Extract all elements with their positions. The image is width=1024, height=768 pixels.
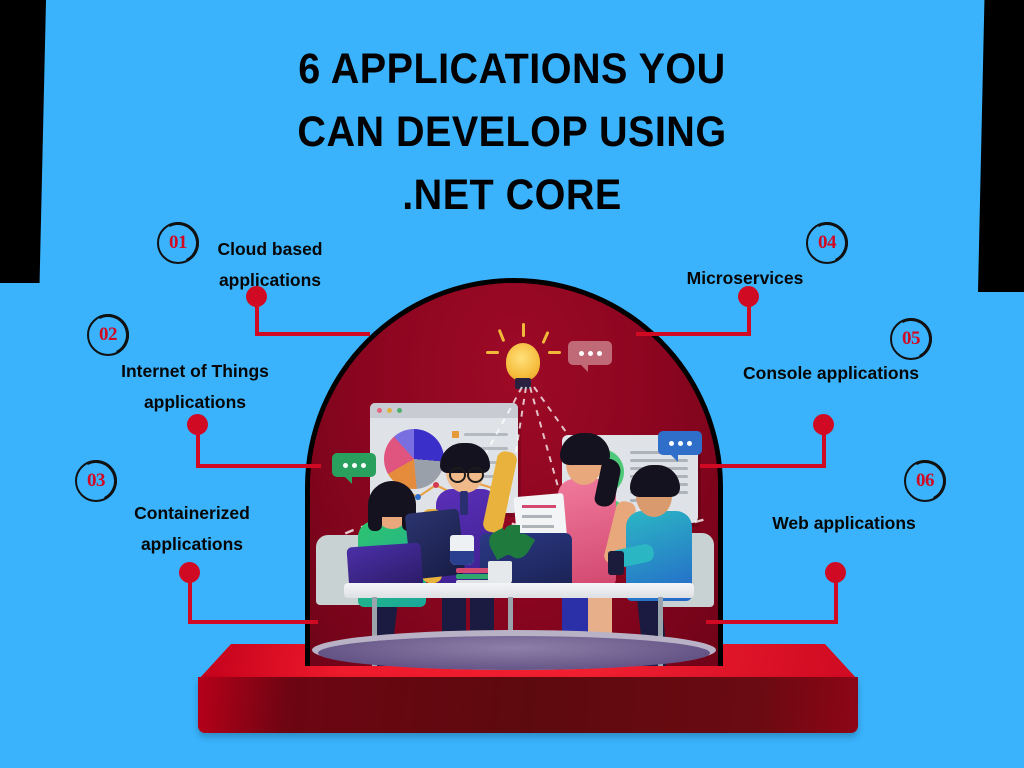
connector-line-05-vertical <box>822 424 826 468</box>
callout-06-number: 06 <box>916 470 935 491</box>
callout-03-label: Containerized applications <box>134 503 250 554</box>
person2-hair <box>440 443 490 473</box>
person4-hair <box>630 465 680 497</box>
callout-04-label: Microservices <box>686 268 804 288</box>
connector-line-04-horizontal <box>636 332 751 336</box>
clipboard-line <box>522 505 556 508</box>
conference-table <box>344 583 694 598</box>
decorative-band-top-right <box>978 0 1024 292</box>
speech-bubble-green <box>332 453 376 484</box>
podium-front-face <box>198 677 858 733</box>
person2-glasses-left <box>449 467 466 483</box>
callout-01-label: Cloud based applications <box>217 239 323 290</box>
connector-line-06-horizontal <box>706 620 838 624</box>
coffee-mug-band <box>450 551 474 565</box>
bulb-ray <box>548 351 561 354</box>
pie-chart-icon <box>384 429 444 489</box>
callout-06-number-ring: 06 <box>904 460 946 502</box>
connector-line-03-horizontal <box>188 620 318 624</box>
callout-03-number: 03 <box>87 470 106 491</box>
callout-03-number-ring: 03 <box>75 460 117 502</box>
connector-line-01-vertical <box>255 296 259 336</box>
connector-line-01-horizontal <box>255 332 370 336</box>
person2-glasses-right <box>467 467 484 483</box>
callout-02-number: 02 <box>99 324 118 345</box>
clipboard-line <box>522 525 554 528</box>
connector-dot-01 <box>246 286 267 307</box>
callout-02-number-ring: 02 <box>87 314 129 356</box>
connector-dot-05 <box>813 414 834 435</box>
speech-bubble-blue <box>658 431 702 462</box>
connector-dot-04 <box>738 286 759 307</box>
plant-pot <box>488 561 512 585</box>
speech-bubble-rose <box>568 341 612 372</box>
person1-hair-side <box>368 501 382 531</box>
person3-hair <box>560 433 610 465</box>
connector-line-04-vertical <box>747 296 751 336</box>
callout-02-label: Internet of Things applications <box>121 361 269 412</box>
person2-necktie <box>460 491 468 515</box>
connector-dot-03 <box>179 562 200 583</box>
callout-05-number: 05 <box>902 328 921 349</box>
lightbulb-base <box>515 378 531 389</box>
window-titlebar <box>370 403 518 418</box>
clipboard-line <box>522 515 552 518</box>
connector-dot-02 <box>187 414 208 435</box>
stage-ellipse <box>318 636 710 670</box>
poster-title: 6 APPLICATIONS YOU CAN DEVELOP USING .NE… <box>0 38 1024 228</box>
title-line-3: .NET CORE <box>402 171 622 220</box>
callout-04-number-ring: 04 <box>806 222 848 264</box>
table-leg <box>372 597 377 666</box>
table-leg <box>658 597 663 666</box>
bulb-ray <box>486 351 499 354</box>
callout-06-label: Web applications <box>772 513 916 533</box>
callout-05-number-ring: 05 <box>890 318 932 360</box>
callout-04-number: 04 <box>818 232 837 253</box>
connector-line-05-horizontal <box>700 464 826 468</box>
callout-05-label: Console applications <box>743 363 919 383</box>
title-line-2: CAN DEVELOP USING <box>297 108 727 157</box>
callout-01-number-ring: 01 <box>157 222 199 264</box>
arch-backdrop <box>305 278 723 666</box>
connector-line-02-vertical <box>196 424 200 468</box>
connector-dot-06 <box>825 562 846 583</box>
connector-line-06-vertical <box>834 572 838 624</box>
lightbulb-idea-icon <box>506 343 540 381</box>
callout-01-number: 01 <box>169 232 188 253</box>
bulb-ray <box>522 323 525 337</box>
decorative-band-top-left <box>0 0 46 283</box>
smartphone <box>608 551 624 575</box>
connector-line-02-horizontal <box>196 464 321 468</box>
title-line-1: 6 APPLICATIONS YOU <box>298 45 726 93</box>
connector-line-03-vertical <box>188 572 192 624</box>
